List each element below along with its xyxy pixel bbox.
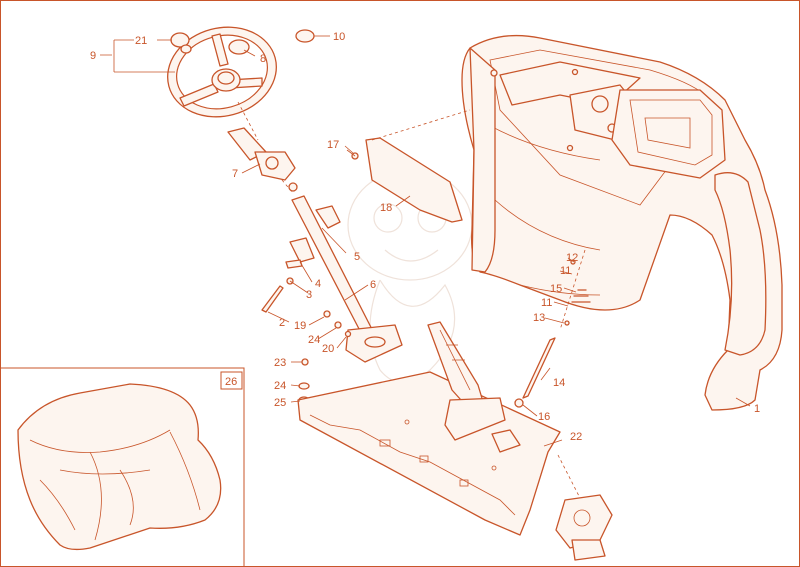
callout-14: 14 [553, 377, 565, 389]
callout-13: 13 [533, 312, 545, 324]
steering-wheel [167, 26, 315, 118]
tie-rod [514, 249, 591, 408]
callout-21: 21 [135, 35, 147, 47]
callout-25: 25 [274, 397, 286, 409]
callout-20: 20 [322, 343, 334, 355]
callout-1: 1 [754, 403, 760, 415]
callout-labels: 1 2 3 4 5 6 7 8 9 10 11 11 12 13 14 15 1… [90, 31, 760, 443]
callout-11a: 11 [560, 265, 571, 277]
callout-2: 2 [279, 317, 285, 329]
horn-cap [228, 39, 250, 55]
pedal-assembly [427, 321, 521, 453]
callout-23: 23 [274, 357, 286, 369]
callout-11b: 11 [541, 297, 552, 309]
callout-3: 3 [306, 289, 312, 301]
dashboard-console [461, 34, 783, 411]
callout-10: 10 [333, 31, 345, 43]
steering-valve [555, 454, 613, 561]
inset-cover [0, 367, 245, 567]
callout-4: 4 [315, 278, 321, 290]
leader-lines [100, 35, 751, 447]
floor-plate [297, 371, 561, 536]
steering-column [227, 101, 403, 404]
callout-8: 8 [260, 53, 266, 65]
callout-24a: 24 [308, 334, 320, 346]
callout-9: 9 [90, 50, 96, 62]
callout-5: 5 [354, 251, 360, 263]
callout-16: 16 [538, 411, 550, 423]
callout-24b: 24 [274, 380, 286, 392]
callout-19: 19 [294, 320, 306, 332]
callout-12: 12 [566, 252, 578, 264]
callout-15: 15 [550, 283, 562, 295]
callout-18: 18 [380, 202, 392, 214]
callout-17: 17 [327, 139, 339, 151]
seat-cover [17, 383, 222, 551]
callout-7: 7 [232, 168, 238, 180]
callout-22: 22 [570, 431, 582, 443]
cover-plate [346, 109, 471, 223]
callout-6: 6 [370, 279, 376, 291]
logo-badge [295, 29, 315, 43]
callout-26: 26 [225, 376, 237, 388]
